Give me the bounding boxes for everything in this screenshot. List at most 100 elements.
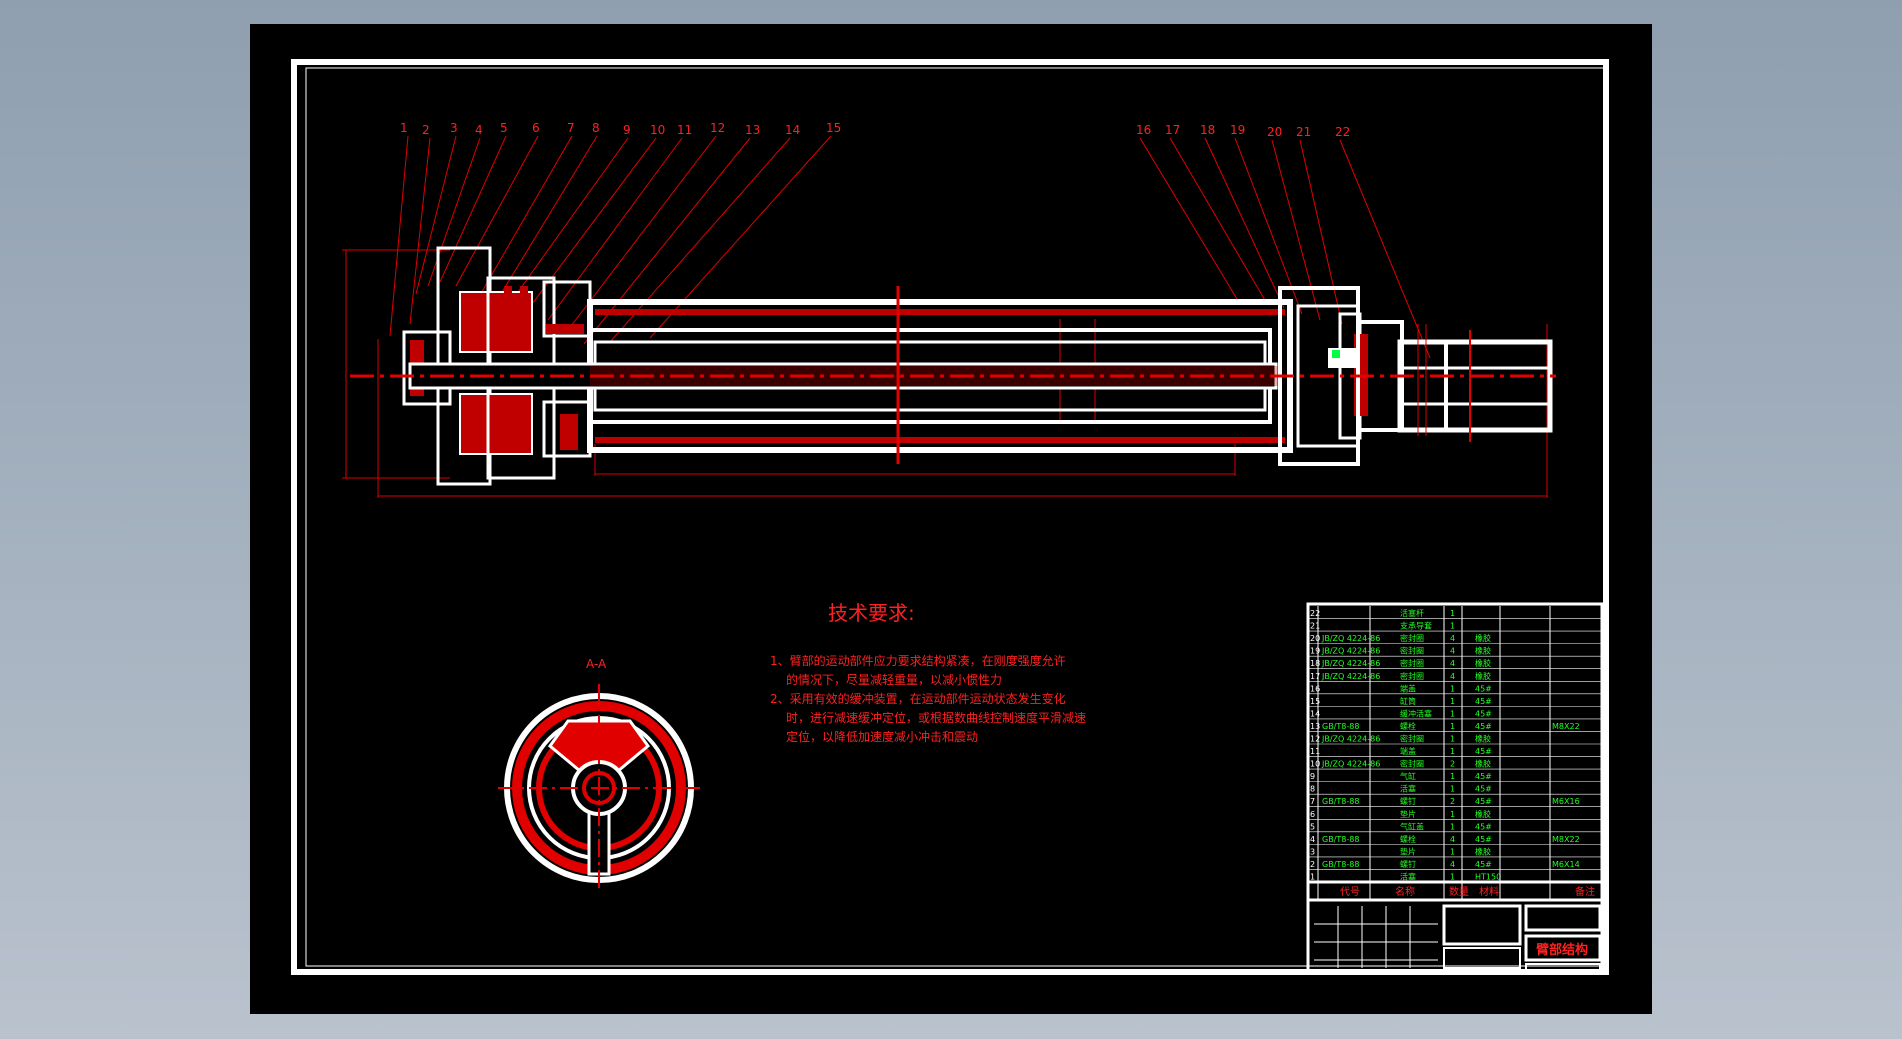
table-row: 15 缸筒 1 45# <box>1310 696 1492 706</box>
table-cell: 45# <box>1475 697 1492 706</box>
table-cell: 缸筒 <box>1400 696 1416 706</box>
table-cell: 1 <box>1310 873 1315 882</box>
balloon-17: 17 <box>1165 123 1180 137</box>
table-cell: 2 <box>1450 797 1455 806</box>
table-cell: 45# <box>1475 747 1492 756</box>
table-cell: 2 <box>1450 760 1455 769</box>
table-cell: 垫片 <box>1400 846 1416 856</box>
table-cell: 橡胶 <box>1475 633 1491 643</box>
table-cell: 螺钉 <box>1400 859 1416 869</box>
table-cell: 密封圈 <box>1400 671 1424 681</box>
table-cell: 3 <box>1310 847 1315 856</box>
table-cell: 1 <box>1450 709 1455 718</box>
drawing-title: 臂部结构 <box>1536 942 1588 958</box>
table-cell: 7 <box>1310 797 1315 806</box>
table-cell: 45# <box>1475 860 1492 869</box>
drawing-sheet: 1 2 3 4 5 6 7 8 9 10 11 12 13 14 15 16 1… <box>250 24 1652 1014</box>
table-cell: 4 <box>1450 672 1455 681</box>
cad-drawing: 1 2 3 4 5 6 7 8 9 10 11 12 13 14 15 16 1… <box>291 59 1609 975</box>
table-cell: 端盖 <box>1400 746 1416 756</box>
table-cell: 6 <box>1310 810 1315 819</box>
tech-line-2: 的情况下，尽量减轻重量，以减小惯性力 <box>786 672 1002 687</box>
table-cell: 螺钉 <box>1400 796 1416 806</box>
table-cell: 1 <box>1450 697 1455 706</box>
header-name: 名称 <box>1395 885 1415 898</box>
table-cell: GB/T8-88 <box>1322 797 1359 806</box>
table-cell: 10 <box>1310 760 1320 769</box>
arm-assembly-section <box>342 246 1556 498</box>
table-cell: JB/ZQ 4224-86 <box>1321 634 1380 643</box>
table-row: 1 活塞 1 HT150 <box>1310 872 1501 882</box>
balloon-7: 7 <box>567 121 575 135</box>
balloon-row-left: 1 2 3 4 5 6 7 8 9 10 11 12 13 14 15 <box>400 121 841 137</box>
table-cell: 螺栓 <box>1400 721 1416 731</box>
tech-line-5: 定位，以降低加速度减小冲击和震动 <box>786 729 978 744</box>
table-cell: 22 <box>1310 609 1320 618</box>
table-cell: JB/ZQ 4224-86 <box>1321 647 1380 656</box>
table-cell: 1 <box>1450 822 1455 831</box>
table-cell: 16 <box>1310 684 1320 693</box>
balloon-5: 5 <box>500 121 508 135</box>
table-cell: 4 <box>1450 634 1455 643</box>
table-cell: 密封圈 <box>1400 734 1424 744</box>
title-block: 臂部结构 <box>1306 898 1604 974</box>
table-header-row: 代号 名称 数量 材料 备注 <box>1340 885 1595 898</box>
table-cell: 密封圈 <box>1400 759 1424 769</box>
table-cell: 20 <box>1310 634 1320 643</box>
table-cell: GB/T8-88 <box>1322 835 1359 844</box>
table-cell: 1 <box>1450 609 1455 618</box>
table-cell: 15 <box>1310 697 1320 706</box>
table-cell: 4 <box>1310 835 1315 844</box>
balloon-6: 6 <box>532 121 540 135</box>
table-cell: 11 <box>1310 747 1320 756</box>
table-cell: 17 <box>1310 672 1320 681</box>
table-cell: 1 <box>1450 722 1455 731</box>
table-cell: 1 <box>1450 735 1455 744</box>
table-cell: 密封圈 <box>1400 646 1424 656</box>
table-cell: 橡胶 <box>1475 671 1491 681</box>
table-cell: GB/T8-88 <box>1322 722 1359 731</box>
balloon-20: 20 <box>1267 125 1282 139</box>
table-cell: 45# <box>1475 709 1492 718</box>
table-cell: 气缸 <box>1400 771 1416 781</box>
table-cell: M8X22 <box>1552 835 1580 844</box>
table-cell: M6X16 <box>1552 797 1580 806</box>
table-cell: 密封圈 <box>1400 633 1424 643</box>
table-cell: 1 <box>1450 873 1455 882</box>
section-a-a-view: A-A <box>498 657 700 892</box>
balloon-18: 18 <box>1200 123 1215 137</box>
table-cell: 1 <box>1450 810 1455 819</box>
table-cell: 橡胶 <box>1475 658 1491 668</box>
table-cell: 橡胶 <box>1475 734 1491 744</box>
table-cell: JB/ZQ 4224-86 <box>1321 672 1380 681</box>
table-cell: 端盖 <box>1400 683 1416 693</box>
table-cell: HT150 <box>1475 873 1501 882</box>
table-cell: JB/ZQ 4224-86 <box>1321 760 1380 769</box>
table-cell: 活塞 <box>1400 872 1416 882</box>
table-cell: 5 <box>1310 822 1315 831</box>
outer-frame <box>291 59 1609 975</box>
table-cell: 螺栓 <box>1400 834 1416 844</box>
balloon-8: 8 <box>592 121 600 135</box>
inner-frame <box>305 67 1605 967</box>
table-cell: 12 <box>1310 735 1320 744</box>
table-cell: 橡胶 <box>1475 809 1491 819</box>
table-cell: 14 <box>1310 709 1320 718</box>
table-cell: 4 <box>1450 659 1455 668</box>
balloon-row-right: 16 17 18 19 20 21 22 <box>1136 123 1350 139</box>
table-cell: 1 <box>1450 847 1455 856</box>
balloon-1: 1 <box>400 121 408 135</box>
table-cell: 1 <box>1450 785 1455 794</box>
